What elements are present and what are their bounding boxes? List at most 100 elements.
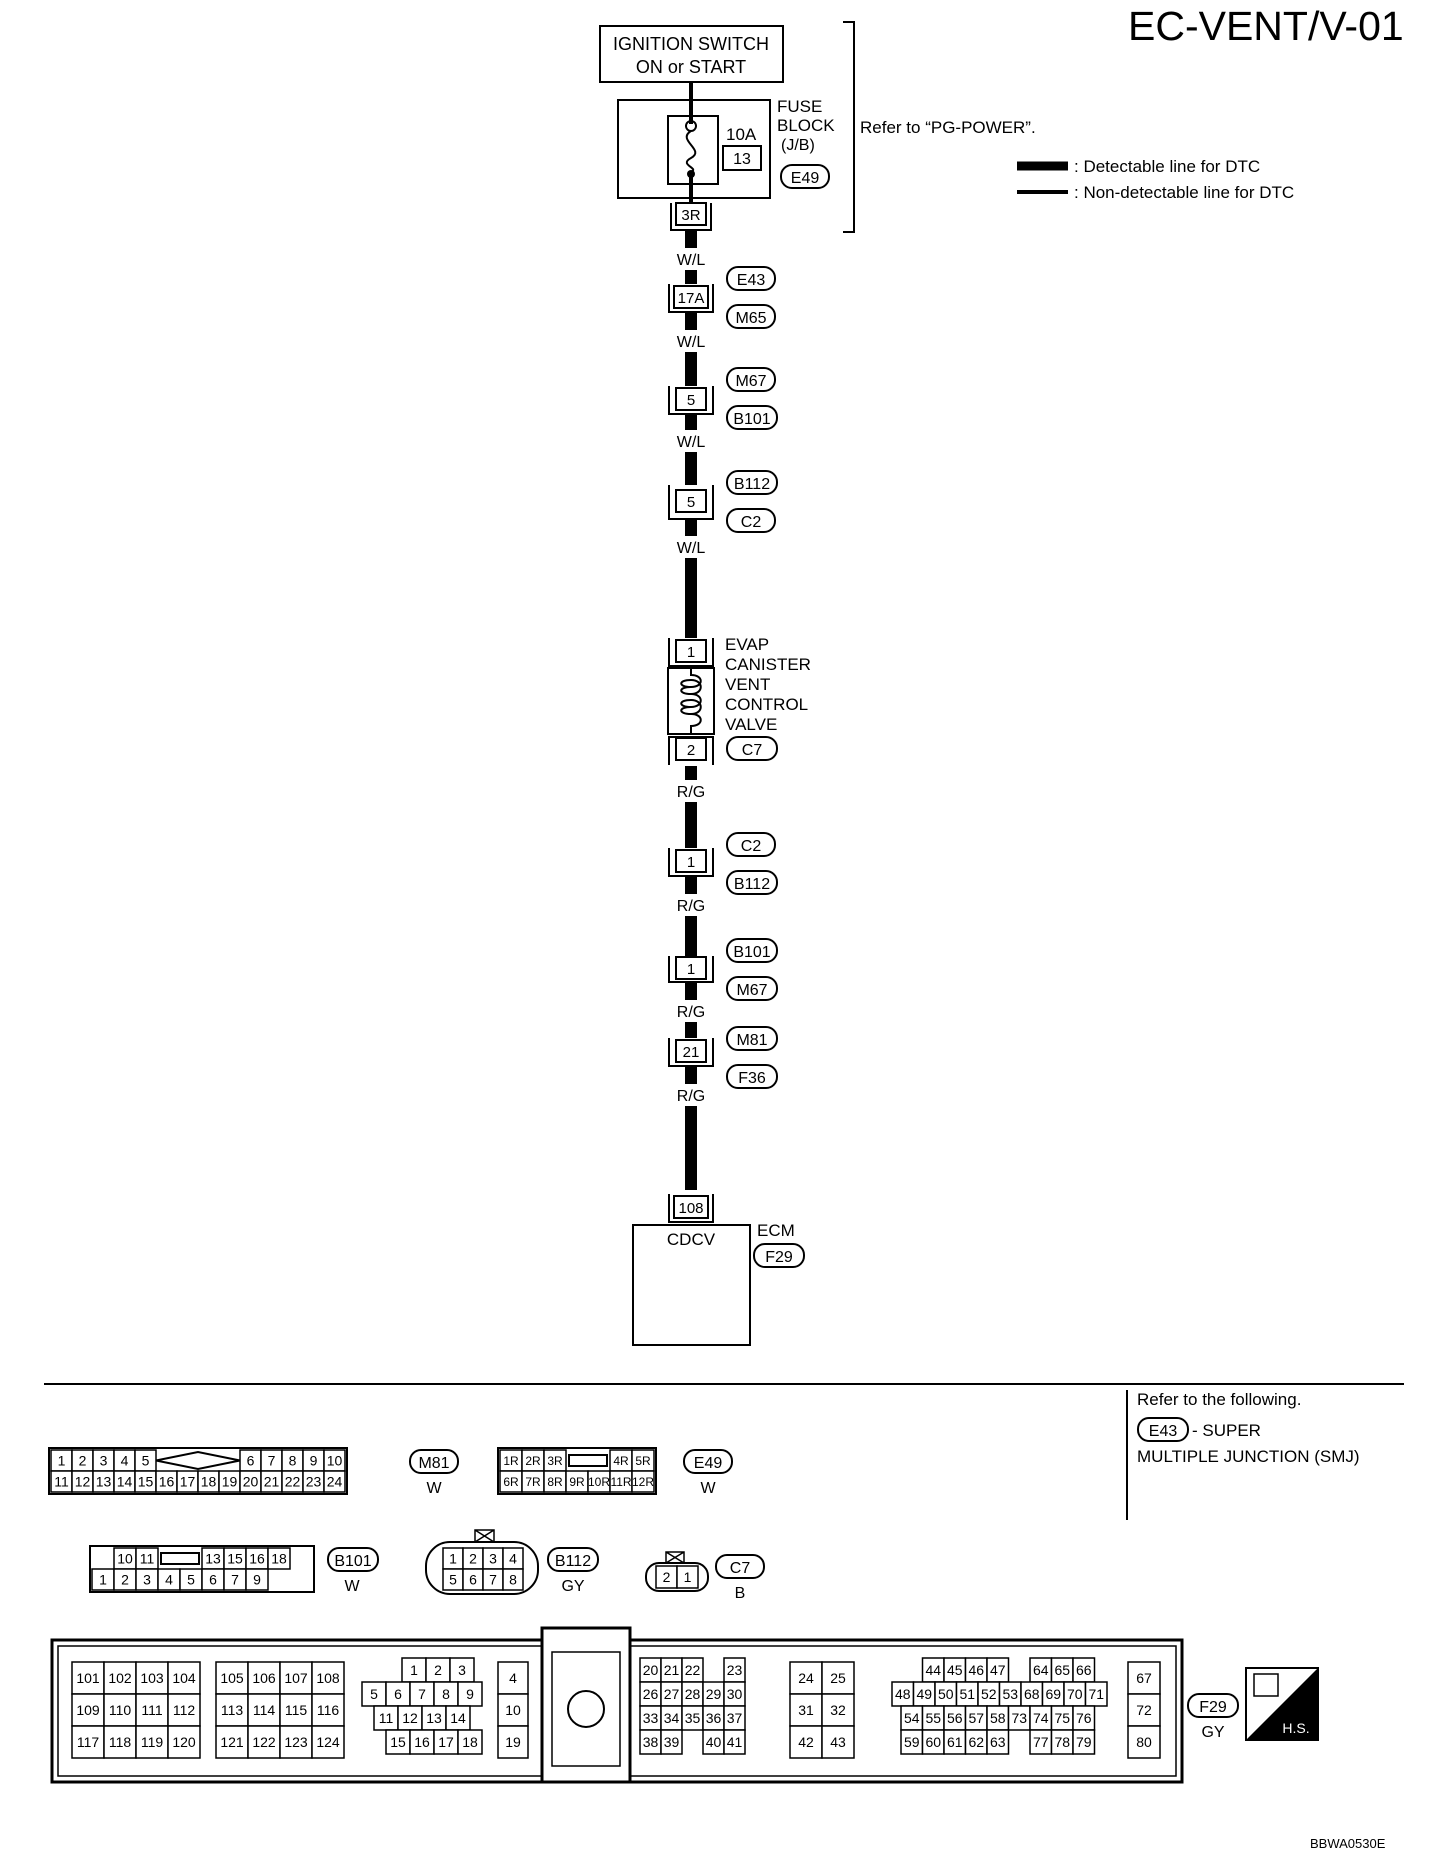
pin-label: 1 xyxy=(410,1662,418,1678)
pin-label: 109 xyxy=(76,1702,100,1718)
pin-label: 116 xyxy=(317,1702,340,1718)
junction-1a: 1 C2 B112 xyxy=(668,832,778,895)
pin-label: 115 xyxy=(285,1702,308,1718)
pin-label: 4 xyxy=(121,1453,129,1469)
pin-label: 1 xyxy=(449,1551,457,1567)
pin-label: 117 xyxy=(77,1734,100,1750)
pin-label: 103 xyxy=(140,1670,164,1686)
pin-label: 24 xyxy=(327,1474,343,1490)
pin-label: 9 xyxy=(253,1572,261,1588)
valve-pin-top: 1 xyxy=(687,644,695,661)
pin-label: 27 xyxy=(664,1686,680,1702)
pin-label: 17 xyxy=(180,1474,196,1490)
refer-line1: Refer to the following. xyxy=(1137,1390,1301,1409)
ecm-connector: F29 xyxy=(765,1249,793,1266)
pin-label: 3 xyxy=(458,1662,466,1678)
pin-label: 75 xyxy=(1054,1710,1070,1726)
pin-label: 45 xyxy=(947,1662,963,1678)
pin-label: 55 xyxy=(925,1710,941,1726)
pin-label: 56 xyxy=(947,1710,963,1726)
e49-connector-label: E49 xyxy=(694,1455,723,1472)
legend-detectable: : Detectable line for DTC xyxy=(1074,157,1260,176)
valve-connector: C7 xyxy=(742,742,763,759)
pin-label: 10 xyxy=(505,1702,521,1718)
valve-label-5: VALVE xyxy=(725,715,777,734)
refer-box: Refer to the following. E43 - SUPER MULT… xyxy=(1137,1390,1360,1466)
pin-label: 121 xyxy=(220,1734,244,1750)
pin-label: 5R xyxy=(635,1454,651,1468)
pin-label: 114 xyxy=(253,1702,276,1718)
pin-label: 23 xyxy=(727,1662,743,1678)
pin-label: 8 xyxy=(509,1572,517,1588)
fuse-icon xyxy=(685,130,697,173)
pin-label: 1 xyxy=(58,1453,66,1469)
junction-17a-terminal: 17A xyxy=(678,290,705,307)
pin-label: 73 xyxy=(1011,1710,1027,1726)
pin-label: 14 xyxy=(450,1710,466,1726)
page-title: EC-VENT/V-01 xyxy=(1128,3,1404,49)
pin-label: 26 xyxy=(643,1686,659,1702)
junction-5a: 5 M67 B101 xyxy=(668,367,778,430)
pin-label: 58 xyxy=(990,1710,1006,1726)
junction-17a: 17A E43 M65 xyxy=(668,266,776,329)
pin-label: 21 xyxy=(264,1474,280,1490)
pin-label: 13 xyxy=(426,1710,442,1726)
pin-label: 2 xyxy=(663,1569,671,1585)
junction-5b-top-connector: B112 xyxy=(734,476,770,493)
pin-label: 63 xyxy=(990,1734,1006,1750)
junction-1a-terminal: 1 xyxy=(687,854,695,871)
pin-label: 17 xyxy=(438,1734,454,1750)
pin-label: 48 xyxy=(895,1686,911,1702)
fuse-block: 10A 13 FUSE BLOCK (J/B) E49 Refer to “PG… xyxy=(617,21,1036,233)
pin-label: 2 xyxy=(469,1551,477,1567)
pin-label: 2 xyxy=(434,1662,442,1678)
m81-color-label: W xyxy=(426,1480,442,1497)
f29-connector-label: F29 xyxy=(1199,1699,1227,1716)
pin-label: 25 xyxy=(830,1670,846,1686)
refer-connector: E43 xyxy=(1149,1423,1178,1440)
wire-label-wl-4: W/L xyxy=(677,540,706,557)
wire-label-wl-3: W/L xyxy=(677,434,706,451)
pin-label: 9 xyxy=(310,1453,318,1469)
junction-21-top-connector: M81 xyxy=(736,1032,767,1049)
pin-label: 66 xyxy=(1076,1662,1092,1678)
pin-label: 70 xyxy=(1067,1686,1083,1702)
pin-label: 123 xyxy=(284,1734,308,1750)
pin-label: 119 xyxy=(141,1734,164,1750)
pin-label: 104 xyxy=(172,1670,196,1686)
junction-1a-top-connector: C2 xyxy=(741,838,762,855)
pin-label: 112 xyxy=(173,1702,196,1718)
pin-label: 7 xyxy=(489,1572,497,1588)
fuse-block-label1: FUSE xyxy=(777,97,822,116)
b101-connector-label: B101 xyxy=(334,1553,371,1570)
pin-label: 53 xyxy=(1002,1686,1018,1702)
pin-label: 49 xyxy=(916,1686,932,1702)
valve-label-1: EVAP xyxy=(725,635,769,654)
wire-label-rg-4: R/G xyxy=(677,1088,705,1105)
pin-label: 3 xyxy=(489,1551,497,1567)
pin-label: 54 xyxy=(904,1710,920,1726)
pin-label: 28 xyxy=(685,1686,701,1702)
pin-label: 50 xyxy=(938,1686,954,1702)
hs-label: H.S. xyxy=(1282,1720,1309,1736)
pin-label: 15 xyxy=(138,1474,154,1490)
junction-21: 21 M81 F36 xyxy=(668,1026,778,1089)
pin-label: 8 xyxy=(289,1453,297,1469)
wire-label-wl-1: W/L xyxy=(677,252,706,269)
pin-label: 9 xyxy=(466,1686,474,1702)
pin-label: 9R xyxy=(569,1475,585,1489)
pin-label: 122 xyxy=(252,1734,276,1750)
pin-label: 20 xyxy=(243,1474,259,1490)
pin-label: 46 xyxy=(968,1662,984,1678)
fuse-block-connector: E49 xyxy=(791,170,820,187)
pin-label: 64 xyxy=(1033,1662,1049,1678)
pin-label: 67 xyxy=(1136,1670,1152,1686)
pin-label: 6 xyxy=(209,1572,217,1588)
pin-label: 107 xyxy=(284,1670,308,1686)
pin-label: 7 xyxy=(268,1453,276,1469)
pin-label: 33 xyxy=(643,1710,659,1726)
